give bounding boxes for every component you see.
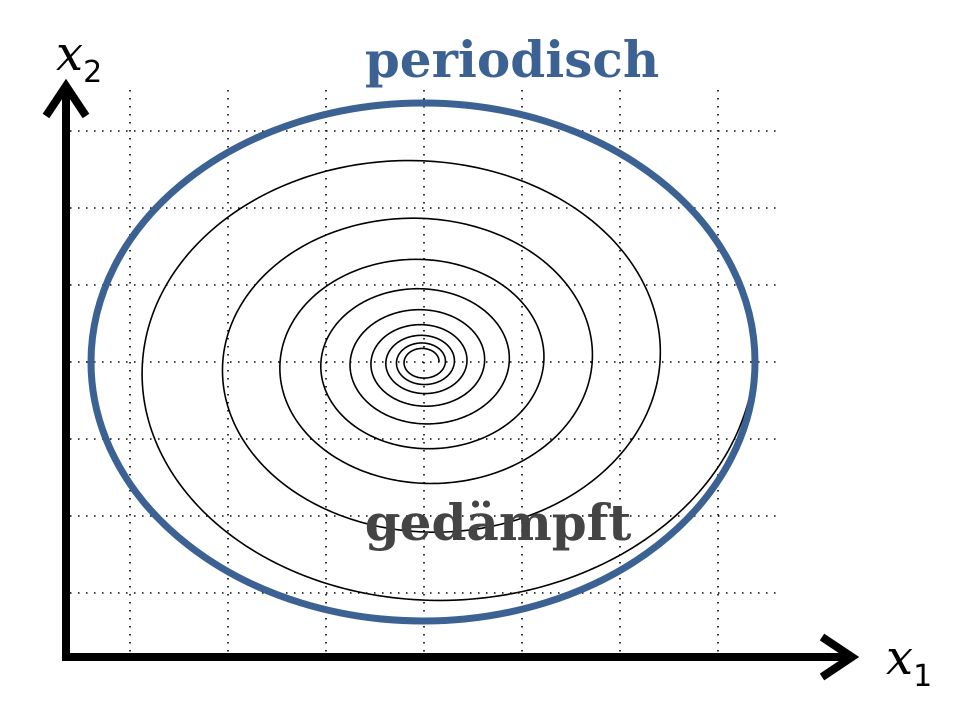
x2-axis-label: x2 xyxy=(56,26,102,90)
periodic-label: periodisch xyxy=(365,30,659,89)
damped-label: gedämpft xyxy=(365,493,632,552)
damped-spiral-trajectory xyxy=(141,159,756,602)
x1-axis-arrowhead xyxy=(819,633,860,681)
x1-axis-label: x1 xyxy=(886,630,932,694)
grid xyxy=(70,90,780,655)
periodic-orbit xyxy=(87,99,759,625)
x2-axis-arrowhead xyxy=(42,78,90,119)
